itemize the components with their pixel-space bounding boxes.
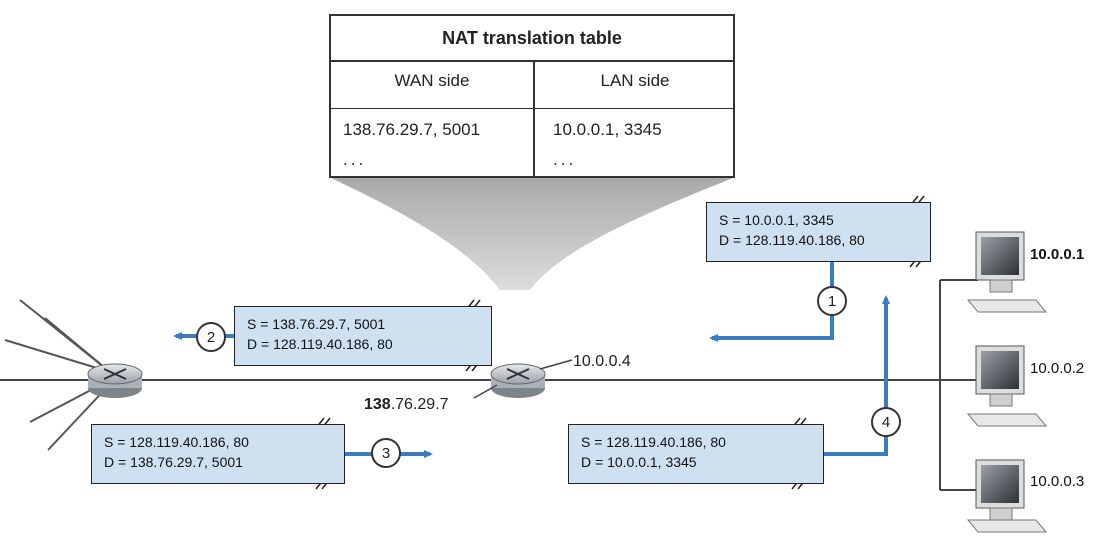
wan-ellipsis: ... [343,150,367,169]
wan-side-header: WAN side [394,71,470,90]
lan-ellipsis: ... [553,150,577,169]
step-marker-2: 2 [196,322,226,352]
step-marker-4: 4 [871,407,901,437]
host-computer-1 [966,231,1048,313]
router-wan-ip: 138.76.29.7 [364,396,449,414]
datagram-2: S = 138.76.29.7, 5001 D = 128.119.40.186… [234,306,492,366]
datagram-source: S = 128.119.40.186, 80 [104,434,249,450]
datagram-destination: D = 128.119.40.186, 80 [247,336,393,352]
datagram-destination: D = 138.76.29.7, 5001 [104,454,243,470]
datagram-source: S = 138.76.29.7, 5001 [247,316,386,332]
table-zoom-fan [331,178,733,290]
step-marker-3: 3 [371,438,401,468]
datagram-1: S = 10.0.0.1, 3345 D = 128.119.40.186, 8… [706,202,931,262]
router-wan-ip-prefix: 138 [364,396,391,413]
datagram-4: S = 128.119.40.186, 80 D = 10.0.0.1, 334… [568,424,824,484]
datagram-destination: D = 128.119.40.186, 80 [719,232,865,248]
datagram-3: S = 128.119.40.186, 80 D = 138.76.29.7, … [91,424,345,484]
nat-table-title: NAT translation table [331,16,733,62]
internet-router [87,363,143,398]
host-ip-2: 10.0.0.2 [1030,360,1085,377]
host-computer-2 [966,345,1048,427]
datagram-source: S = 10.0.0.1, 3345 [719,212,834,228]
lan-bus [939,279,978,491]
header-divider [331,108,733,109]
router-lan-ip: 10.0.0.4 [573,353,631,370]
nat-router [490,363,546,398]
host-computer-3 [966,459,1048,533]
router-wan-ip-suffix: .76.29.7 [390,396,449,413]
step-marker-1: 1 [817,286,847,316]
datagram-source: S = 128.119.40.186, 80 [581,434,726,450]
column-divider [533,62,535,176]
host-ip-3: 10.0.0.3 [1030,473,1085,490]
lan-entry: 10.0.0.1, 3345 [553,120,662,139]
nat-translation-table: NAT translation table WAN side LAN side … [329,14,735,178]
lan-side-header: LAN side [600,71,670,90]
wan-entry: 138.76.29.7, 5001 [343,120,481,139]
host-ip-1: 10.0.0.1 [1030,246,1085,263]
datagram-destination: D = 10.0.0.1, 3345 [581,454,697,470]
